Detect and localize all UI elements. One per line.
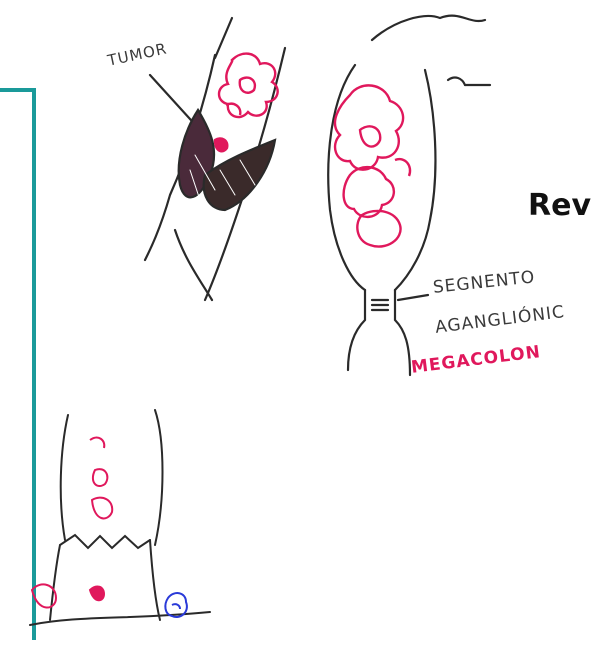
slide-title-partial: Rev xyxy=(528,188,591,223)
lower-loops-magenta xyxy=(32,438,112,608)
tumor-bowel-loops xyxy=(215,54,278,152)
megacolon-loops xyxy=(335,85,410,246)
lower-blue-mark xyxy=(165,593,187,617)
teal-bracket xyxy=(0,90,34,640)
lower-bowel-sketch xyxy=(30,410,210,625)
tumor-intussusception-sketch xyxy=(145,18,285,300)
